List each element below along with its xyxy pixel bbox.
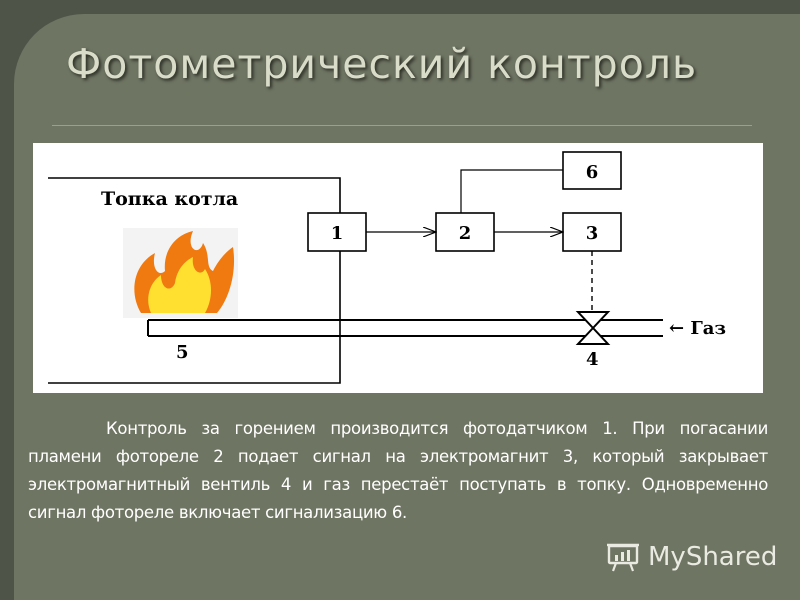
box-alarm-label: 6	[586, 162, 599, 183]
gas-label: ← Газ	[669, 318, 726, 339]
title-divider	[52, 125, 752, 126]
valve-number: 4	[586, 349, 599, 370]
flame-control-diagram: Топка котла 5 4 ← Газ 1 2 3 6	[48, 151, 726, 384]
brand-logo: MyShared	[606, 537, 777, 577]
brand-name: MyShared	[648, 542, 778, 572]
box-photosensor-label: 1	[331, 223, 344, 244]
presentation-board-icon	[607, 543, 639, 572]
diagram-panel: Топка котла 5 4 ← Газ 1 2 3 6	[33, 143, 763, 393]
box-photorelay-label: 2	[459, 223, 472, 244]
pipe-number: 5	[176, 342, 189, 363]
link-2-to-6	[460, 169, 563, 213]
slide-title: Фотометрический контроль	[66, 40, 698, 88]
furnace-outline	[48, 177, 341, 384]
valve-icon	[575, 311, 611, 345]
box-electromagnet-label: 3	[586, 223, 599, 244]
flame-icon	[123, 228, 238, 318]
description-text: Контроль за горением производится фотода…	[28, 419, 768, 522]
furnace-label: Топка котла	[101, 188, 238, 210]
